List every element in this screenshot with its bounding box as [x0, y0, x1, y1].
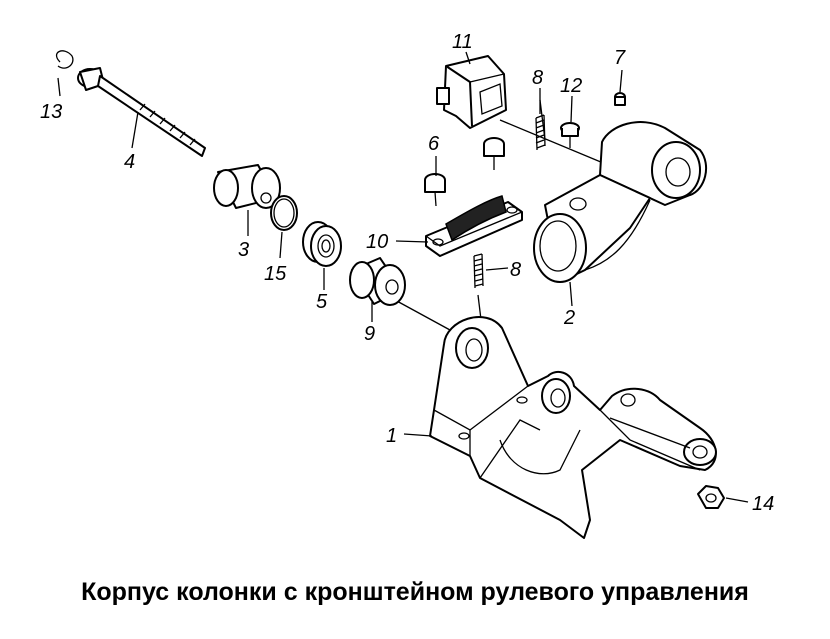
part-7-lubricator [614, 92, 626, 106]
part-1-bracket [429, 316, 717, 539]
part-10-plate [425, 195, 523, 257]
part-8-spring-lower [473, 253, 484, 289]
part-11-clamp [436, 55, 507, 129]
label-4: 4 [124, 151, 135, 173]
label-8-lower: 8 [510, 259, 521, 281]
label-12: 12 [560, 75, 582, 97]
part-12-screw [560, 122, 580, 148]
part-4-bolt [77, 67, 206, 157]
label-14: 14 [752, 493, 774, 515]
label-6: 6 [428, 133, 440, 155]
label-10: 10 [366, 231, 388, 253]
label-8-upper: 8 [532, 67, 543, 89]
part-14-nut [697, 485, 725, 509]
label-5: 5 [316, 291, 328, 313]
label-11: 11 [452, 31, 473, 53]
part-2-housing [533, 121, 708, 283]
label-7: 7 [614, 47, 626, 69]
exploded-assembly-diagram: 13 4 3 15 5 9 10 6 11 8 12 7 8 2 1 14 [40, 31, 774, 539]
label-2: 2 [563, 307, 575, 329]
label-15: 15 [264, 263, 287, 285]
part-5-seal [302, 221, 342, 267]
part-8-spring-upper [535, 114, 546, 151]
diagram-caption: Корпус колонки с кронштейном рулевого уп… [81, 578, 749, 606]
part-9-bushing [349, 257, 406, 306]
part-15-o-ring [270, 195, 298, 231]
label-9: 9 [364, 323, 375, 345]
part-3-bushing [213, 164, 281, 209]
label-13: 13 [40, 101, 62, 123]
label-1: 1 [386, 425, 397, 447]
part-6-screws [424, 137, 505, 207]
label-3: 3 [238, 239, 249, 261]
part-13-retaining-ring [55, 50, 74, 69]
callout-leaders [57, 51, 749, 503]
